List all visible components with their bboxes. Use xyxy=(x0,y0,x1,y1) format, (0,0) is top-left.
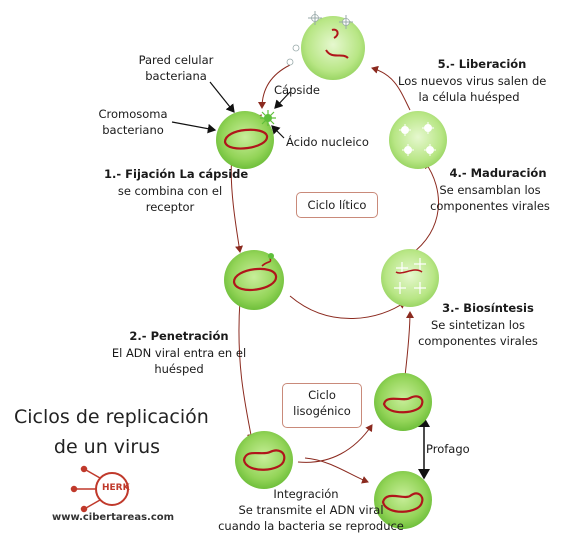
cell-penetration xyxy=(224,250,284,310)
ciclo-litico-box: Ciclo lítico xyxy=(296,192,378,218)
ciclo-lisogenico-box: Ciclo lisogénico xyxy=(282,383,362,428)
virus-icon xyxy=(286,11,353,66)
label-pared-celular: Pared celular bacteriana xyxy=(138,53,214,83)
pointer-arrows xyxy=(171,81,291,139)
cell-fixation xyxy=(216,110,276,169)
step4-title: 4.- Maduración xyxy=(449,166,547,180)
label-capside: Cápside xyxy=(274,83,320,97)
cell-release xyxy=(286,11,365,80)
cell-biosynthesis xyxy=(381,249,439,307)
logo-brand: HERK xyxy=(102,483,130,493)
step1-title: 1.- Fijación La cápside xyxy=(104,167,249,181)
cell-lysogenic xyxy=(374,373,432,431)
cell-integration xyxy=(235,431,293,489)
cell-prophage xyxy=(374,471,432,529)
label-cromosoma: Cromosoma bacteriano xyxy=(98,107,168,137)
label-integracion: Integración xyxy=(273,487,339,501)
logo-url: www.cibertareas.com xyxy=(52,512,175,523)
step5-title: 5.- Liberación xyxy=(437,57,527,71)
virus-icon xyxy=(260,110,276,126)
cell-maturation xyxy=(389,111,447,169)
title-line1: Ciclos de replicación xyxy=(14,406,209,428)
lysogenic-cycle-arrows xyxy=(238,299,430,484)
step5-desc: Los nuevos virus salen de la célula hués… xyxy=(398,74,547,104)
integracion-desc: Se transmite el ADN viral cuando la bact… xyxy=(218,503,404,533)
step4-desc: Se ensamblan los componentes virales xyxy=(430,183,550,213)
label-profago: Profago xyxy=(426,442,470,456)
title-line2: de un virus xyxy=(53,436,161,458)
step2-desc: El ADN viral entra en el huésped xyxy=(111,346,247,376)
step2-title: 2.- Penetración xyxy=(129,329,229,343)
label-acido-nucleico: Ácido nucleico xyxy=(286,135,369,149)
cibertareas-logo xyxy=(70,465,129,513)
step3-title: 3.- Biosíntesis xyxy=(442,301,534,315)
step3-desc: Se sintetizan los componentes virales xyxy=(418,318,538,348)
step1-desc: se combina con el receptor xyxy=(117,184,223,214)
